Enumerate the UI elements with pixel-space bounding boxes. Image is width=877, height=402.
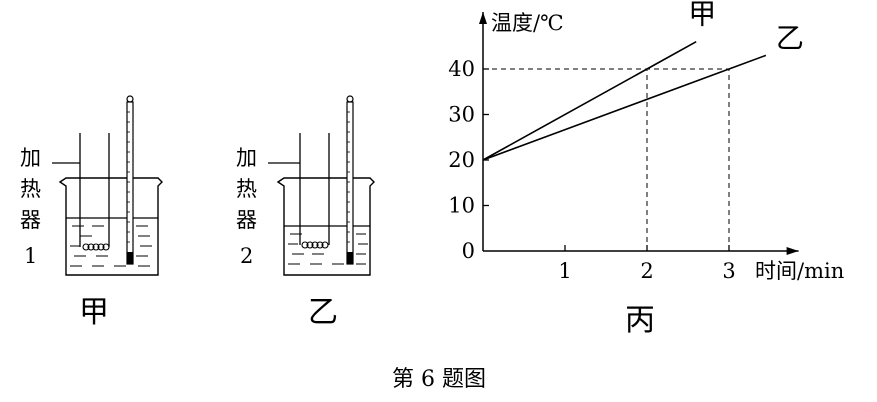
series-lines <box>482 41 767 161</box>
x-tick-label-1: 1 <box>558 259 571 283</box>
graph-label: 丙 <box>625 303 655 338</box>
beaker-b-apparatus: 加 热 器 2 乙 <box>236 95 375 330</box>
beaker-a-water <box>70 225 152 267</box>
heater-1-char-4: 1 <box>24 244 37 268</box>
series-line-1 <box>482 41 697 161</box>
beaker-a-apparatus: 加 热 器 1 <box>20 95 163 330</box>
y-tick-label-20: 20 <box>448 148 475 172</box>
thermometer-1-scale <box>127 111 130 243</box>
beaker-a-label: 甲 <box>79 295 109 330</box>
beaker-b-body <box>276 177 375 276</box>
chart-axes <box>479 12 799 255</box>
x-tick-label-2: 2 <box>640 259 653 283</box>
heater-1-coil <box>82 243 110 251</box>
heater-2-char-2: 热 <box>236 177 257 201</box>
heater-1-char-3: 器 <box>20 208 41 232</box>
beaker-a-body <box>58 177 163 276</box>
y-axis-title: 温度/℃ <box>491 11 564 35</box>
thermometer-1-bulb <box>127 252 133 264</box>
y-tick-label-30: 30 <box>448 103 475 127</box>
heater-2-coil <box>301 241 329 249</box>
thermometer-1-top <box>126 95 134 103</box>
tick-marks <box>483 68 730 251</box>
series-line-2 <box>482 54 767 161</box>
thermometer-1-stem <box>126 101 134 265</box>
thermometer-2-top <box>346 95 354 103</box>
thermometer-2-scale <box>347 111 350 243</box>
chart-text: 甲乙 1 2 3 10 20 30 40 0 温度/℃ 时间/min <box>448 0 844 283</box>
x-axis-title: 时间/min <box>755 259 844 283</box>
thermometer-2-stem <box>346 101 354 265</box>
y-axis-arrow <box>479 12 487 24</box>
heater-1-char-1: 加 <box>20 146 41 170</box>
figure-caption: 第 6 题图 <box>392 367 486 392</box>
heater-2-char-4: 2 <box>240 244 253 268</box>
origin-label: 0 <box>462 239 475 263</box>
heater-2-char-1: 加 <box>236 146 257 170</box>
y-tick-label-40: 40 <box>448 57 475 81</box>
temperature-time-chart: 甲乙 1 2 3 10 20 30 40 0 温度/℃ 时间/min <box>448 0 844 283</box>
x-axis-arrow <box>786 247 799 255</box>
series-label-1: 甲 <box>688 0 716 31</box>
thermometer-2-bulb <box>347 252 353 264</box>
x-tick-label-3: 3 <box>722 259 735 283</box>
y-tick-label-10: 10 <box>448 194 475 218</box>
heater-1-char-2: 热 <box>20 177 41 201</box>
heater-2-char-3: 器 <box>236 208 257 232</box>
beaker-b-water <box>288 233 368 265</box>
reference-lines <box>483 68 730 251</box>
beaker-b-label: 乙 <box>308 295 338 330</box>
series-label-2: 乙 <box>776 21 804 54</box>
